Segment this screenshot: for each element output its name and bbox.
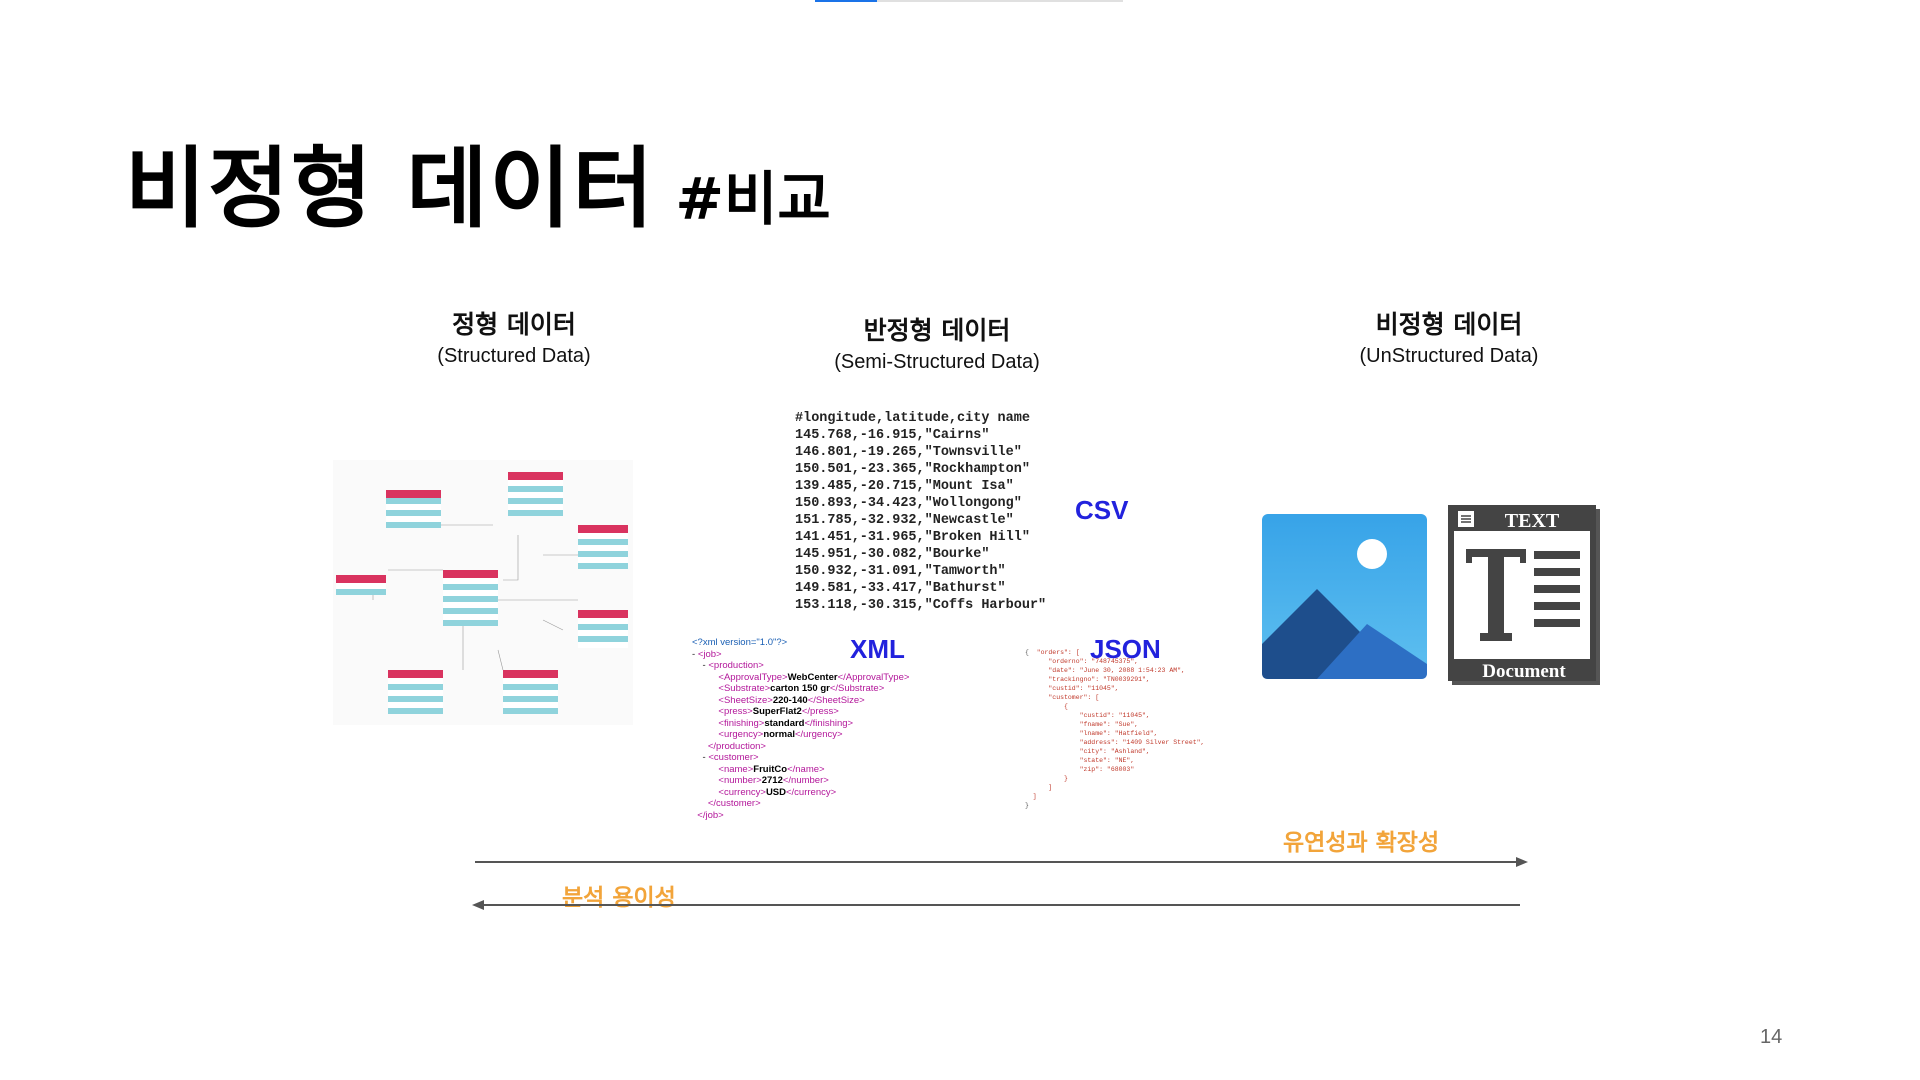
ease-of-analysis-label: 분석 용이성 (562, 885, 676, 911)
column-title: 반정형 데이터 (863, 316, 1011, 345)
progress-fill (815, 0, 877, 2)
doc-header-text: TEXT (1505, 510, 1560, 532)
slide-title: 비정형 데이터 #비교 (125, 118, 831, 245)
json-label: JSON (1090, 634, 1161, 664)
text-document-icon: TEXT Document (1448, 505, 1604, 689)
column-header-semi-structured: 반정형 데이터 (Semi-Structured Data) (737, 311, 1137, 374)
doc-footer-text: Document (1482, 661, 1566, 682)
xml-label: XML (850, 634, 905, 664)
csv-line: 145.768,-16.915,"Cairns" (795, 428, 990, 443)
csv-line: #longitude,latitude,city name (795, 411, 1030, 426)
csv-line: 146.801,-19.265,"Townsville" (795, 445, 1022, 460)
page-number: 14 (1760, 1026, 1783, 1048)
csv-sample: #longitude,latitude,city name 145.768,-16… (795, 410, 1046, 614)
csv-line: 145.951,-30.082,"Bourke" (795, 547, 990, 562)
csv-label: CSV (1075, 495, 1129, 525)
csv-line: 150.893,-34.423,"Wollongong" (795, 496, 1022, 511)
xml-sample-image: <?xml version="1.0"?> - <job> - <product… (692, 637, 910, 821)
json-sample-image: { "orders": [ "orderno": "748745375", "d… (1025, 649, 1205, 809)
csv-line: 150.501,-23.365,"Rockhampton" (795, 462, 1030, 477)
csv-line: 141.451,-31.965,"Broken Hill" (795, 530, 1030, 545)
slide-progress-bar (815, 0, 1123, 2)
csv-line: 153.118,-30.315,"Coffs Harbour" (795, 598, 1047, 613)
csv-line: 149.581,-33.417,"Bathurst" (795, 581, 1006, 596)
column-header-unstructured: 비정형 데이터 (UnStructured Data) (1249, 305, 1649, 368)
column-title: 비정형 데이터 (1375, 310, 1523, 339)
csv-line: 139.485,-20.715,"Mount Isa" (795, 479, 1014, 494)
erd-diagram-image (333, 460, 633, 725)
csv-line: 151.785,-32.932,"Newcastle" (795, 513, 1014, 528)
column-subtitle: (Semi-Structured Data) (834, 351, 1040, 373)
column-subtitle: (Structured Data) (437, 345, 591, 367)
title-main: 비정형 데이터 (125, 137, 656, 240)
title-hashtag: #비교 (675, 165, 831, 233)
csv-line: 150.932,-31.091,"Tamworth" (795, 564, 1006, 579)
photo-icon (1262, 514, 1427, 679)
flexibility-label: 유연성과 확장성 (1283, 830, 1440, 856)
column-subtitle: (UnStructured Data) (1359, 345, 1539, 367)
comparison-arrows (472, 857, 1528, 910)
column-header-structured: 정형 데이터 (Structured Data) (314, 305, 714, 368)
column-title: 정형 데이터 (452, 310, 576, 339)
